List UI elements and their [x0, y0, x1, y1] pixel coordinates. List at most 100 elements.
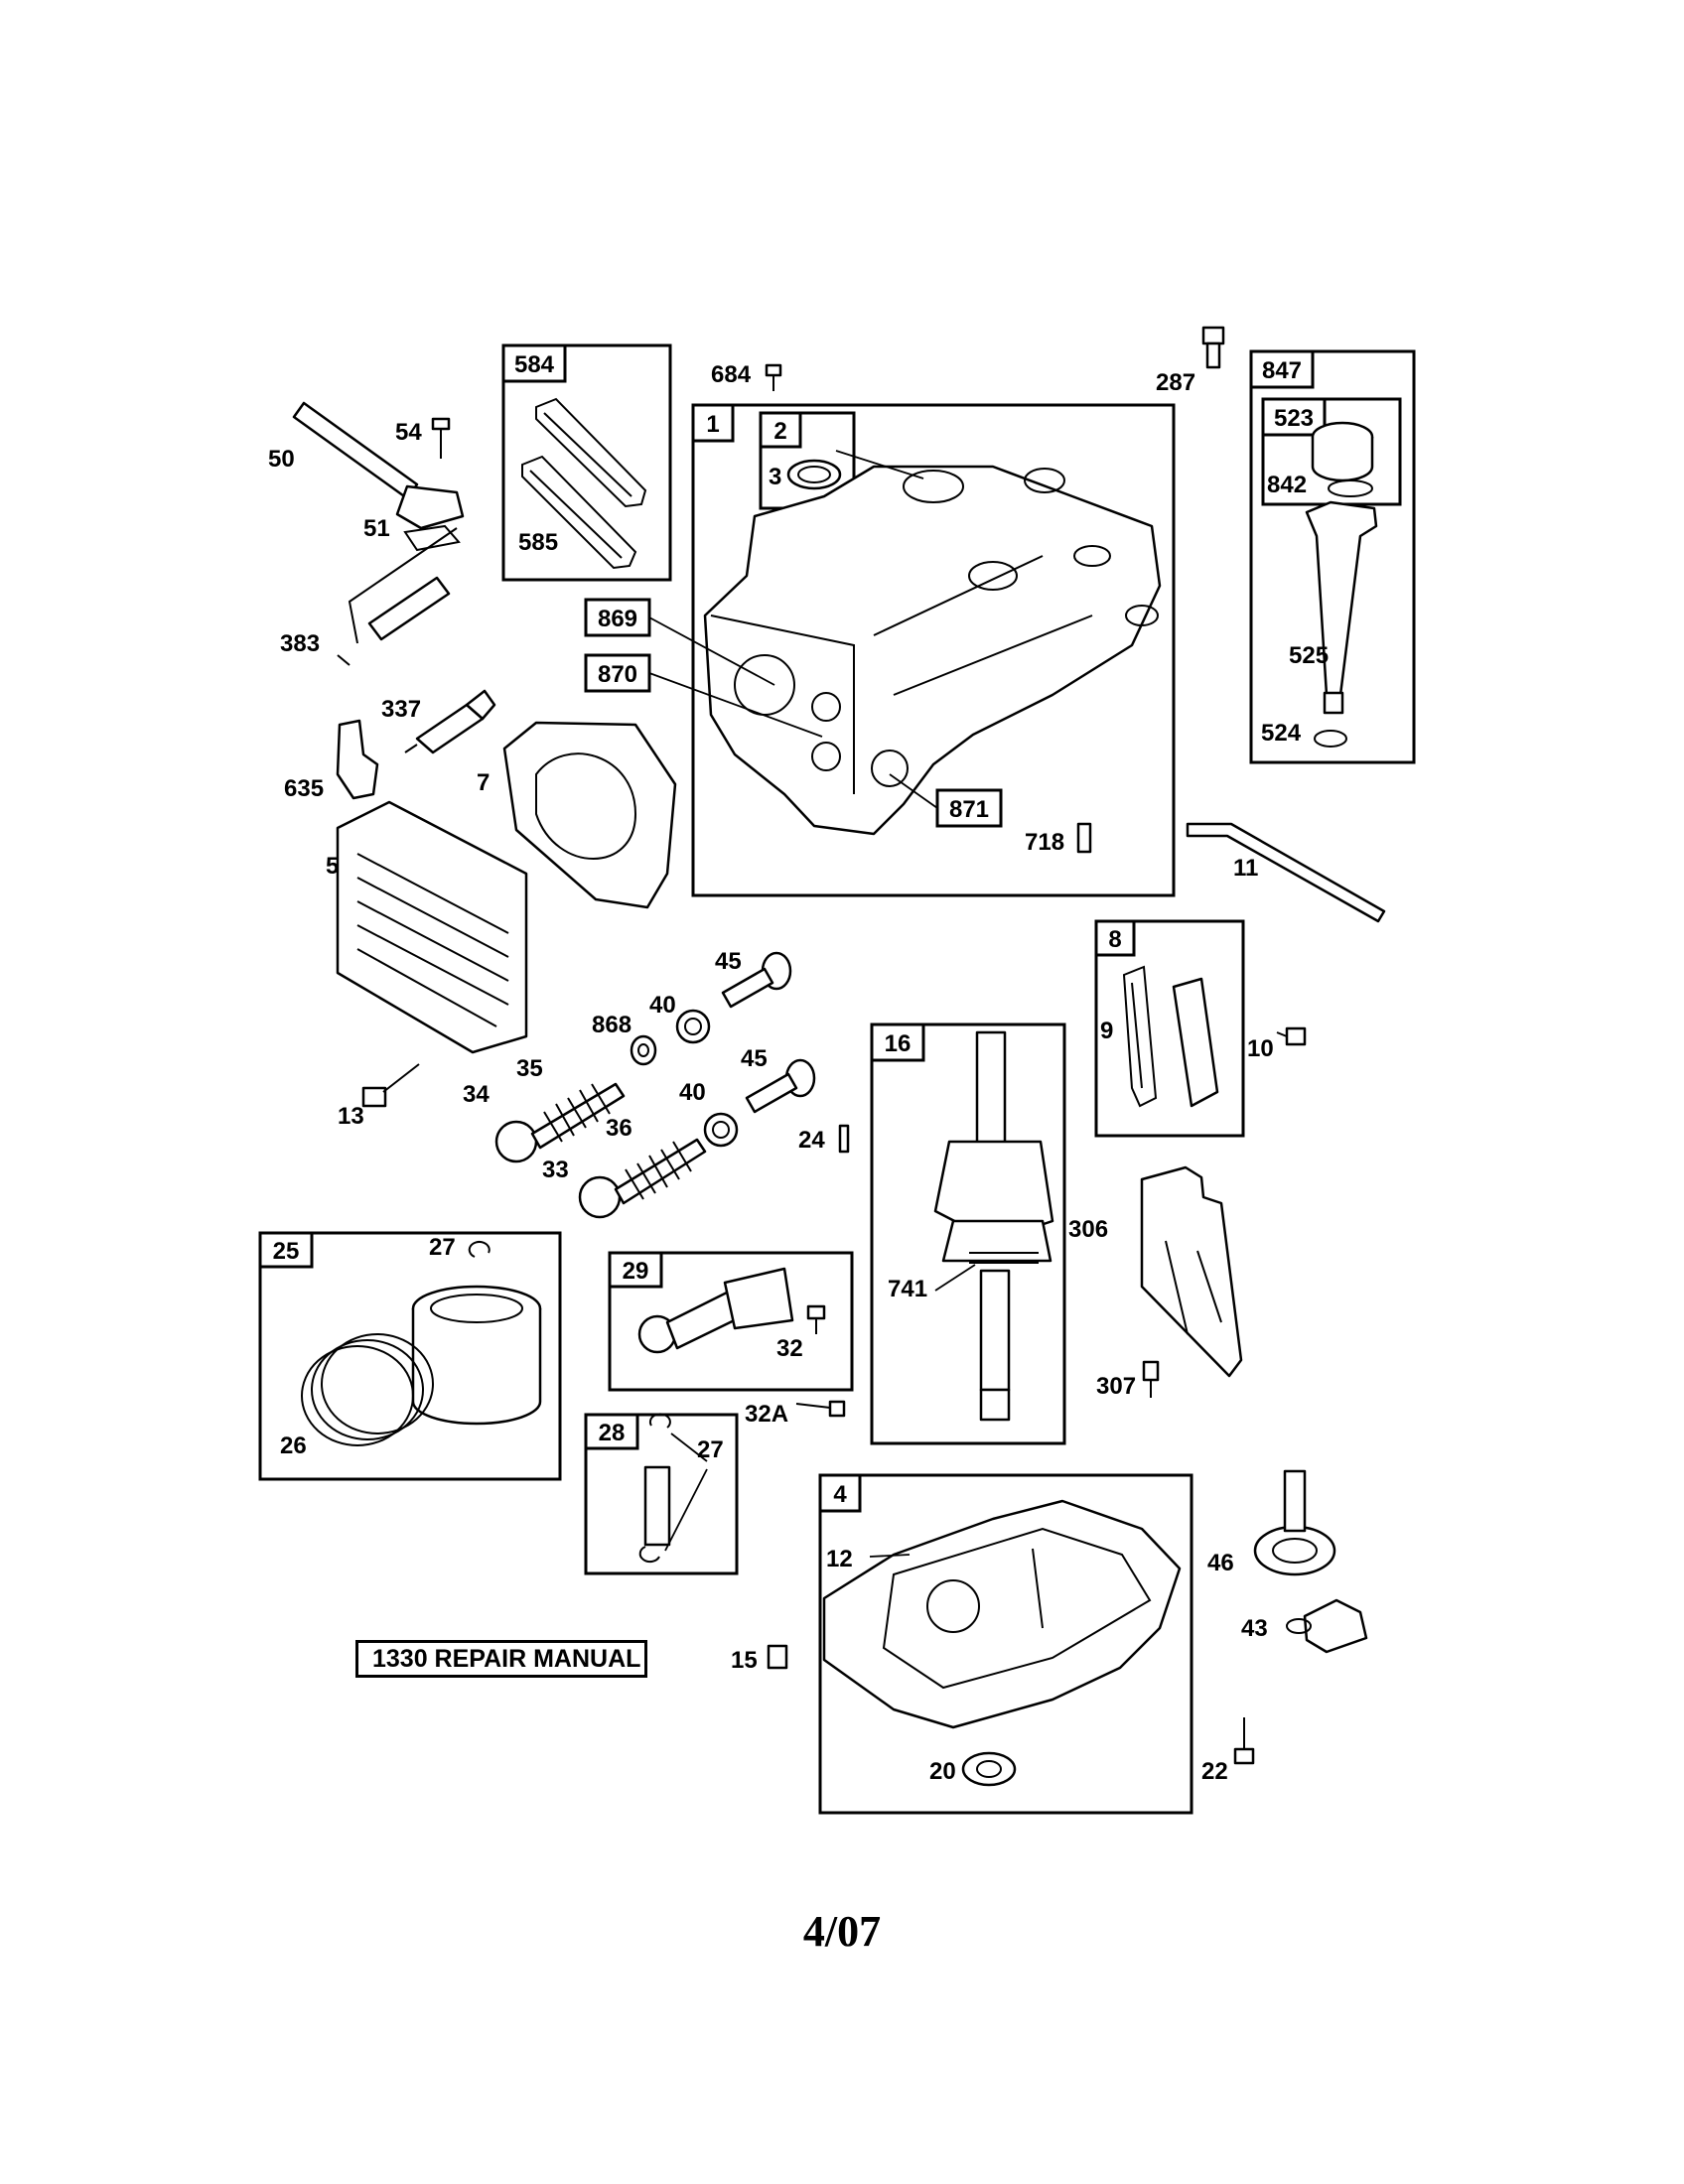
- svg-text:584: 584: [514, 351, 555, 378]
- label-22: 22: [1201, 1758, 1228, 1785]
- gasket-51: [403, 524, 461, 552]
- label-36: 36: [606, 1115, 632, 1142]
- valve-seal-40-lower: [703, 1112, 739, 1148]
- head-gasket-7: [502, 721, 677, 909]
- tube-383: [337, 527, 458, 666]
- label-585: 585: [518, 529, 558, 556]
- label-35: 35: [516, 1055, 543, 1082]
- label-13: 13: [338, 1103, 364, 1130]
- label-5: 5: [326, 853, 339, 880]
- bolt-32A: [795, 1400, 846, 1418]
- svg-text:16: 16: [885, 1030, 912, 1057]
- kit-tab-847: 847: [1249, 349, 1315, 389]
- screw-307: [1142, 1360, 1160, 1398]
- kit-frame-29: [608, 1251, 854, 1392]
- pin-24: [838, 1124, 850, 1154]
- label-842: 842: [1267, 472, 1307, 498]
- leader-871: [889, 773, 938, 809]
- label-7: 7: [477, 769, 490, 796]
- shroud-306: [1140, 1165, 1243, 1378]
- cover-8: [1172, 977, 1219, 1108]
- leader-3: [835, 450, 924, 479]
- kit-tab-2: 2: [759, 411, 802, 449]
- label-32: 32: [776, 1335, 803, 1362]
- label-20: 20: [929, 1758, 956, 1785]
- screw-32: [806, 1304, 826, 1334]
- leader-27b: [664, 1468, 708, 1552]
- svg-text:1: 1: [706, 411, 719, 438]
- label-383: 383: [280, 630, 320, 657]
- svg-text:871: 871: [949, 796, 989, 823]
- kit-tab-584: 584: [501, 343, 567, 383]
- label-33: 33: [542, 1157, 569, 1183]
- svg-text:870: 870: [598, 661, 637, 688]
- clip-27-lower: [638, 1413, 671, 1564]
- bolt-287: [1201, 326, 1225, 369]
- screw-10: [1276, 1026, 1307, 1046]
- governor-43: [1286, 1598, 1368, 1654]
- spark-plug-337: [404, 689, 496, 754]
- dowel-718: [1076, 822, 1092, 854]
- leader-741: [934, 1264, 976, 1292]
- label-307: 307: [1096, 1373, 1136, 1400]
- valve-45-upper: [721, 951, 792, 1009]
- spark-boot-635: [336, 719, 379, 800]
- label-9: 9: [1100, 1018, 1113, 1044]
- label-635: 635: [284, 775, 324, 802]
- svg-text:29: 29: [623, 1258, 649, 1285]
- screw-54: [431, 417, 451, 459]
- leader-27: [670, 1433, 708, 1462]
- clip-27-upper: [468, 1240, 491, 1258]
- svg-text:847: 847: [1262, 357, 1302, 384]
- crankshaft-16: [933, 1030, 1054, 1422]
- connecting-rod-29: [637, 1267, 794, 1354]
- kit-frame-25: [258, 1231, 562, 1481]
- gasket-9: [1122, 965, 1158, 1108]
- label-684: 684: [711, 361, 752, 388]
- label-45a: 45: [715, 948, 742, 975]
- gasket-585: [521, 455, 637, 570]
- kit-frame-16: [870, 1023, 1066, 1445]
- spring-35: [543, 1083, 611, 1143]
- screw-684: [765, 363, 782, 391]
- leader-869: [648, 616, 775, 686]
- label-27b: 27: [697, 1436, 724, 1463]
- piston-25: [411, 1285, 542, 1426]
- spring-36: [625, 1141, 692, 1200]
- label-26: 26: [280, 1433, 307, 1459]
- label-54: 54: [395, 419, 422, 446]
- gear-46: [1253, 1469, 1336, 1576]
- svg-text:28: 28: [599, 1420, 626, 1446]
- seal-3: [786, 459, 842, 490]
- valve-34: [494, 1082, 626, 1163]
- label-34: 34: [463, 1081, 490, 1108]
- kit-tab-1: 1: [691, 403, 735, 443]
- cylinder-head-5: [336, 800, 528, 1054]
- label-287: 287: [1156, 369, 1195, 396]
- footer-date: 4/07: [802, 1907, 882, 1956]
- label-43: 43: [1241, 1615, 1268, 1642]
- svg-text:869: 869: [598, 606, 637, 632]
- kit-tab-4: 4: [818, 1473, 862, 1513]
- kit-tab-25: 25: [258, 1231, 314, 1269]
- label-40b: 40: [679, 1079, 706, 1106]
- callout-869: 869: [584, 598, 651, 637]
- label-24: 24: [798, 1127, 825, 1154]
- label-40a: 40: [649, 992, 676, 1019]
- kit-tab-28: 28: [584, 1413, 639, 1450]
- label-15: 15: [731, 1647, 758, 1674]
- kit-tab-8: 8: [1094, 919, 1136, 957]
- label-45b: 45: [741, 1045, 768, 1072]
- label-718: 718: [1025, 829, 1064, 856]
- svg-text:8: 8: [1108, 926, 1121, 953]
- svg-text:523: 523: [1274, 405, 1314, 432]
- label-10: 10: [1247, 1035, 1274, 1062]
- cylinder-block-1: [703, 465, 1162, 836]
- label-337: 337: [381, 696, 421, 723]
- kit-frame-847: [1249, 349, 1416, 764]
- label-524: 524: [1261, 720, 1302, 747]
- leader-12: [869, 1554, 911, 1558]
- label-306: 306: [1068, 1216, 1108, 1243]
- label-525: 525: [1289, 642, 1329, 669]
